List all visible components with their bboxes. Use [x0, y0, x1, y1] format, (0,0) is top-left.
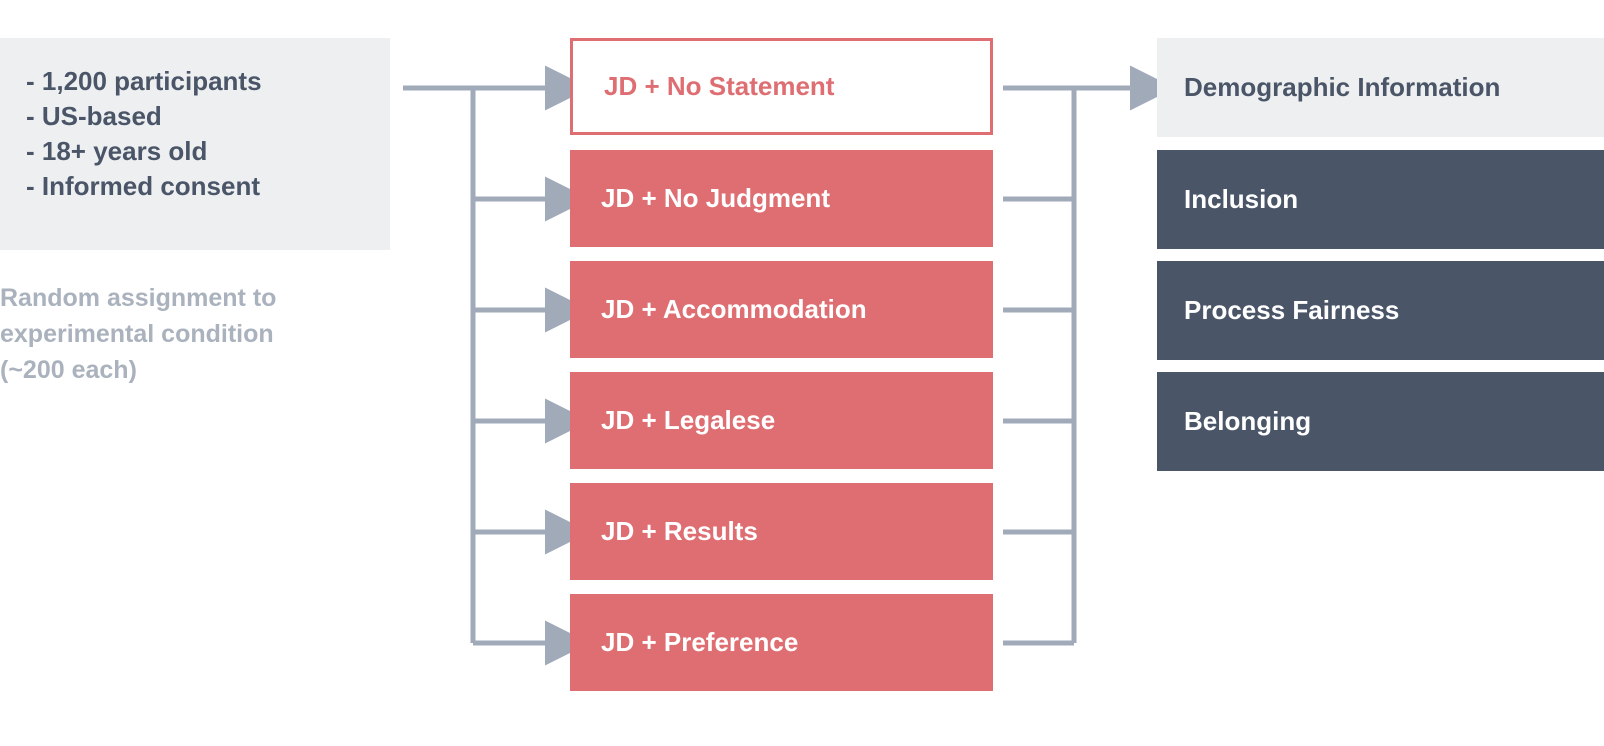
condition-label: JD + Accommodation	[601, 294, 867, 324]
condition-box-jd-no-judgment[interactable]: JD + No Judgment	[570, 150, 993, 247]
condition-box-jd-preference[interactable]: JD + Preference	[570, 594, 993, 691]
sample-line: - Informed consent	[26, 171, 261, 201]
assignment-note-line: Random assignment to	[0, 284, 277, 312]
right-connectors	[1003, 65, 1175, 646]
outcome-box-belonging[interactable]: Belonging	[1157, 372, 1604, 471]
random-assignment-note: Random assignment to experimental condit…	[0, 280, 380, 388]
assignment-note-line: experimental condition	[0, 320, 274, 348]
left-connectors	[403, 65, 590, 666]
condition-label: JD + Preference	[601, 627, 799, 657]
outcome-label: Inclusion	[1184, 184, 1299, 214]
outcome-label: Process Fairness	[1184, 295, 1400, 325]
condition-box-jd-legalese[interactable]: JD + Legalese	[570, 372, 993, 469]
condition-label: JD + Results	[601, 516, 758, 546]
sample-panel: - 1,200 participants - US-based - 18+ ye…	[0, 38, 390, 250]
outcome-label: Demographic Information	[1184, 72, 1501, 102]
outcome-box-process-fairness[interactable]: Process Fairness	[1157, 261, 1604, 360]
condition-box-jd-no-statement[interactable]: JD + No Statement	[570, 38, 993, 135]
condition-label: JD + Legalese	[601, 405, 776, 435]
condition-label: JD + No Judgment	[601, 183, 830, 213]
condition-box-jd-accommodation[interactable]: JD + Accommodation	[570, 261, 993, 358]
condition-label: JD + No Statement	[604, 71, 835, 101]
condition-box-jd-results[interactable]: JD + Results	[570, 483, 993, 580]
sample-line: - 1,200 participants	[26, 66, 262, 96]
outcome-box-demographic-information[interactable]: Demographic Information	[1157, 38, 1604, 137]
sample-line: - US-based	[26, 101, 162, 131]
outcome-box-inclusion[interactable]: Inclusion	[1157, 150, 1604, 249]
outcome-label: Belonging	[1184, 406, 1312, 436]
assignment-note-line: (~200 each)	[0, 356, 137, 384]
sample-line: - 18+ years old	[26, 136, 208, 166]
